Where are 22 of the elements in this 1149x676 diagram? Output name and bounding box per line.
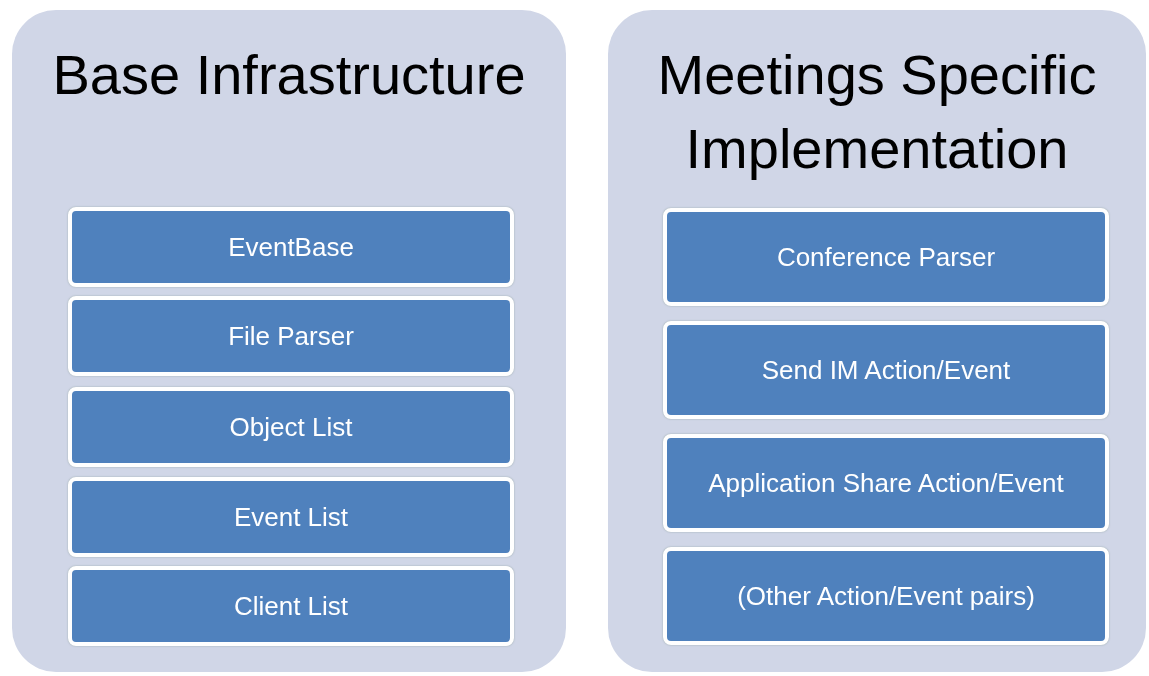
component-box: [663, 321, 1109, 419]
component-box: [68, 477, 514, 557]
group-panel: [608, 10, 1146, 672]
box-label: Object List: [228, 411, 354, 444]
box-label: EventBase: [227, 231, 355, 264]
box-label: Conference Parser: [775, 241, 997, 274]
box-label: Application Share Action/Event: [707, 467, 1065, 500]
component-box: [663, 434, 1109, 532]
component-box: [68, 296, 514, 376]
component-box: [68, 387, 514, 467]
box-label: Event List: [232, 501, 350, 534]
box-label: Client List: [232, 590, 350, 623]
component-box: [68, 566, 514, 646]
component-box: [68, 207, 514, 287]
box-label: (Other Action/Event pairs): [736, 580, 1036, 613]
panel-title: Meetings Specific Implementation: [656, 42, 1098, 182]
panel-title: Base Infrastructure: [51, 42, 527, 108]
component-box: [663, 547, 1109, 645]
component-box: [663, 208, 1109, 306]
group-panel: [12, 10, 566, 672]
box-label: File Parser: [227, 320, 355, 353]
box-label: Send IM Action/Event: [760, 354, 1012, 387]
